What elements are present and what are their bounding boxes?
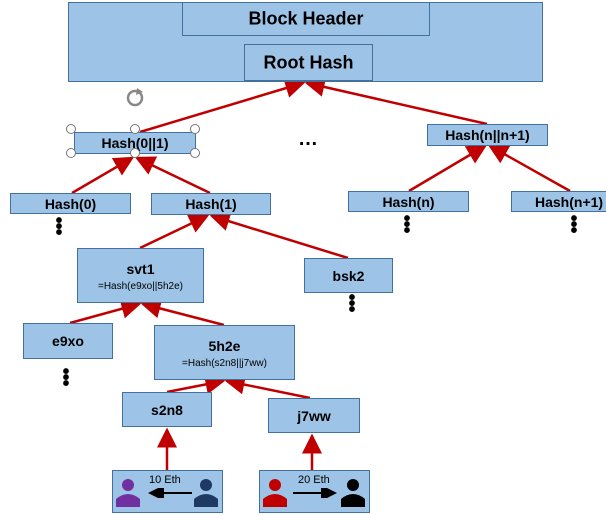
selection-handle[interactable]: [130, 124, 140, 134]
arrow-right-icon: [293, 488, 337, 498]
transaction-box-2: 20 Eth: [259, 470, 370, 513]
vertical-dots: •••: [403, 208, 411, 242]
transaction-box-1: 10 Eth: [112, 470, 223, 513]
hash-0-1-label: Hash(0||1): [101, 135, 169, 151]
j7ww-label: j7ww: [297, 407, 331, 424]
svt1-formula: =Hash(e9xo||5h2e): [98, 281, 183, 292]
edge-hash01-root: [139, 78, 306, 134]
s2n8-label: s2n8: [151, 401, 183, 418]
s2n8-box: s2n8: [122, 392, 212, 427]
transaction-amount: 20 Eth: [298, 474, 330, 486]
person-icon: [194, 479, 218, 507]
vertical-dots: •••: [55, 210, 63, 244]
hash-1-box: Hash(1): [151, 193, 271, 215]
hash-n1-box: Hash(n+1): [511, 191, 606, 212]
hash-n-n1-label: Hash(n||n+1): [445, 127, 530, 143]
edge-5h2e-svt1: [140, 298, 225, 327]
hash-1-label: Hash(1): [185, 196, 237, 212]
bsk2-label: bsk2: [332, 267, 365, 284]
5h2e-formula: =Hash(s2n8||j7ww): [182, 358, 267, 369]
person-icon: [116, 479, 140, 507]
person-icon: [263, 479, 287, 507]
transaction-amount: 10 Eth: [149, 474, 181, 486]
j7ww-box: j7ww: [268, 398, 360, 433]
5h2e-label: 5h2e: [208, 338, 241, 354]
block-header-title-box: Block Header: [182, 2, 430, 36]
edge-bsk2-hash1: [209, 211, 349, 260]
edge-s2n8-5h2e: [166, 374, 226, 395]
vertical-dots: •••: [570, 208, 578, 242]
bsk2-box: bsk2: [304, 258, 393, 293]
5h2e-box: 5h2e =Hash(s2n8||j7ww): [154, 325, 295, 380]
selection-handle[interactable]: [190, 148, 200, 158]
hash-0-label: Hash(0): [44, 195, 97, 212]
edge-j7ww-5h2e: [224, 374, 311, 400]
e9xo-label: e9xo: [52, 333, 84, 349]
hash-n1-label: Hash(n+1): [535, 193, 604, 210]
hash-n-label: Hash(n): [382, 193, 435, 210]
person-icon: [341, 479, 365, 507]
hash-n-box: Hash(n): [348, 191, 469, 212]
edge-svt1-hash1: [139, 214, 210, 250]
edge-hashnn1-root: [304, 77, 488, 126]
e9xo-box: e9xo: [23, 323, 113, 359]
hash-0-box: Hash(0): [10, 193, 131, 214]
edge-hashn1-hashnn1: [487, 144, 571, 193]
vertical-dots: •••: [348, 287, 356, 321]
svt1-label: svt1: [126, 261, 155, 277]
selection-handle[interactable]: [66, 124, 76, 134]
root-hash-box: Root Hash: [244, 44, 373, 81]
arrow-left-icon: [148, 488, 192, 498]
selection-handle[interactable]: [130, 148, 140, 158]
hash-n-n1-box: Hash(n||n+1): [427, 124, 548, 146]
edge-hash0-hash01: [71, 156, 135, 195]
selection-handle[interactable]: [190, 124, 200, 134]
root-hash-label: Root Hash: [263, 52, 354, 72]
selection-handle[interactable]: [66, 148, 76, 158]
rotate-handle-icon[interactable]: [122, 86, 148, 112]
svt1-box: svt1 =Hash(e9xo||5h2e): [77, 248, 204, 303]
ellipsis-middle: …: [298, 128, 318, 150]
edge-hashn-hashnn1: [408, 144, 488, 193]
block-header-label: Block Header: [248, 8, 364, 29]
edge-hash1-hash01: [134, 156, 211, 195]
vertical-dots: •••: [62, 361, 70, 395]
edge-e9xo-svt1: [69, 299, 142, 325]
